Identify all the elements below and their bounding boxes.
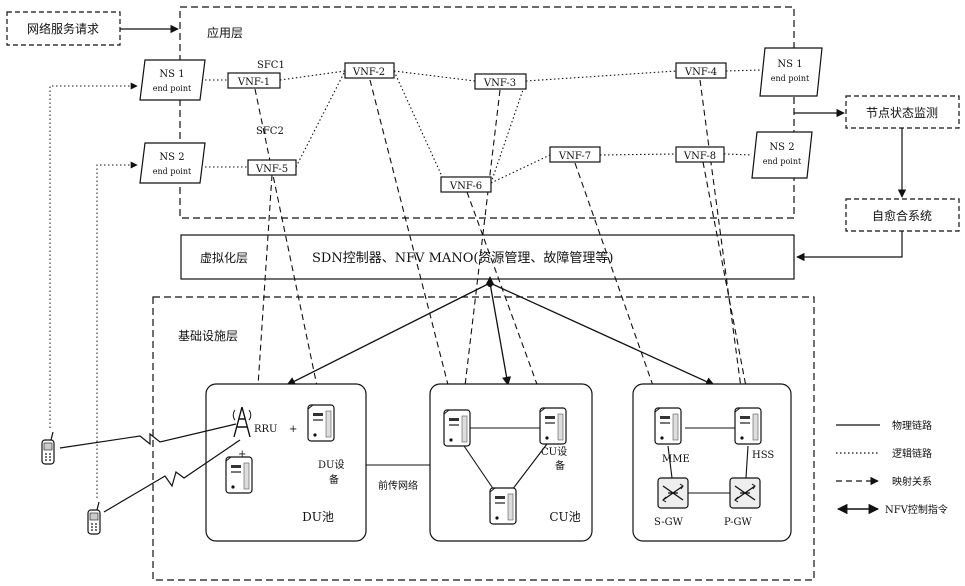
pgw-label: P-GW [724,517,753,528]
vnf-1: VNF-1 [228,73,280,88]
du-server-icon-2 [226,457,252,493]
selfheal-to-virt-arrow [797,231,902,257]
service-request-label: 网络服务请求 [27,21,99,36]
vnf-3: VNF-3 [475,74,526,89]
mme-server-icon [655,408,681,444]
vnf-5: VNF-5 [248,160,296,175]
svg-text:VNF-4: VNF-4 [684,67,717,78]
svg-text:end point: end point [763,157,802,166]
cu-device-label-2: 备 [555,459,565,472]
svg-text:NS 2: NS 2 [159,152,184,163]
ns1-right-endpoint: NS 1 end point [760,48,822,96]
phone2-to-ns2-logical-link [97,165,137,498]
du-device-label-2: 备 [329,473,339,486]
svg-text:end point: end point [153,84,192,93]
phone-icon-2 [88,502,100,534]
svg-text:NS 1: NS 1 [159,69,184,80]
legend-mapping-label: 映射关系 [892,475,932,488]
legend: 物理链路 逻辑链路 映射关系 NFV控制指令 [836,419,948,516]
du-device-label-1: DU设 [318,459,344,471]
phone1-to-ns1-logical-link [50,86,137,428]
svg-text:VNF-2: VNF-2 [352,67,385,78]
svg-text:VNF-8: VNF-8 [683,151,716,162]
du-pool-label: DU池 [302,510,334,524]
vnf-7: VNF-7 [550,147,600,162]
self-heal-label: 自愈合系统 [872,208,932,223]
du-server-icon-1 [308,405,334,441]
fronthaul-label: 前传网络 [378,479,418,492]
hss-server-icon [735,408,761,444]
node-monitor-label: 节点状态监测 [866,106,938,120]
cu-pool-label: CU池 [549,510,580,524]
svg-text:NS 2: NS 2 [769,142,794,153]
rru-plus-1: + [289,424,297,435]
hss-label: HSS [752,450,774,461]
svg-text:end point: end point [771,74,810,83]
virtualization-layer-title: 虚拟化层 [200,251,248,265]
svg-text:VNF-5: VNF-5 [255,164,288,175]
cu-server-icon-2 [540,408,566,444]
rru-label: RRU [254,424,278,435]
infrastructure-layer-title: 基础设施层 [178,329,238,343]
virtualization-layer-content: SDN控制器、NFV MANO(资源管理、故障管理等) [312,250,614,266]
app-layer-title: 应用层 [207,25,243,40]
nfv-control-arrows [287,277,714,385]
legend-logical-label: 逻辑链路 [892,447,932,460]
svg-text:VNF-7: VNF-7 [558,151,591,162]
ns2-left-endpoint: NS 2 end point [140,143,205,183]
vnf-8: VNF-8 [676,147,724,162]
sgw-switch-icon [658,478,688,508]
sfc1-label: SFC1 [257,60,285,71]
sfc2-label: SFC2 [256,126,284,137]
svg-text:NS 1: NS 1 [777,59,802,70]
nfv-control-hub [487,281,493,287]
svg-text:VNF-1: VNF-1 [237,77,270,88]
legend-nfv-label: NFV控制指令 [885,503,948,516]
cu-server-icon-1 [444,410,470,446]
pgw-switch-icon [730,478,760,508]
svg-text:VNF-6: VNF-6 [449,181,482,192]
svg-text:end point: end point [153,167,192,176]
vnf-2: VNF-2 [345,63,394,78]
ns2-right-endpoint: NS 2 end point [752,132,812,178]
ns1-left-endpoint: NS 1 end point [140,60,205,100]
mme-label: MME [662,454,690,465]
vnf-4: VNF-4 [676,63,726,78]
svg-text:VNF-3: VNF-3 [483,78,516,89]
vnf-6: VNF-6 [441,177,491,192]
legend-physical-label: 物理链路 [892,419,932,432]
phone-icon-1 [42,432,54,464]
cu-server-icon-3 [490,488,516,524]
sgw-label: S-GW [654,517,684,528]
cu-device-label-1: CU设 [541,446,567,458]
